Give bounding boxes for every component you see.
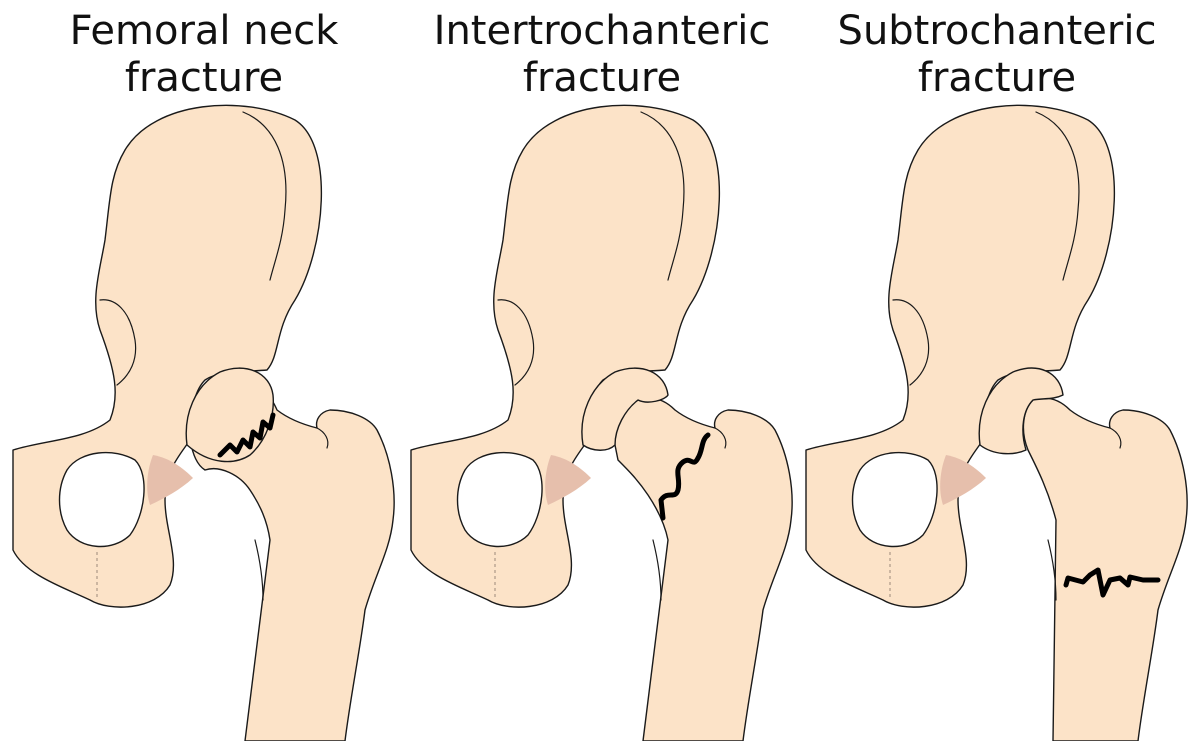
panel-title-line1: Intertrochanteric [403, 8, 801, 55]
panel-subtrochanteric: Subtrochanteric fracture [798, 0, 1195, 741]
obturator-foramen [60, 453, 145, 547]
panel-title-line1: Femoral neck [5, 8, 403, 55]
hip-illustration [5, 0, 403, 741]
panel-title: Intertrochanteric fracture [403, 8, 801, 102]
femur-bone [1023, 398, 1187, 741]
panel-intertrochanteric: Intertrochanteric fracture [403, 0, 801, 741]
obturator-foramen [458, 453, 543, 547]
panel-title-line2: fracture [5, 55, 403, 102]
panel-title-line1: Subtrochanteric [798, 8, 1195, 55]
acetabulum-shadow [545, 455, 591, 505]
hip-illustration [403, 0, 801, 741]
panel-title-line2: fracture [798, 55, 1195, 102]
panel-title-line2: fracture [403, 55, 801, 102]
panel-title: Femoral neck fracture [5, 8, 403, 102]
acetabulum-shadow [147, 455, 193, 505]
hip-illustration [798, 0, 1195, 741]
obturator-foramen [853, 453, 938, 547]
panel-title: Subtrochanteric fracture [798, 8, 1195, 102]
acetabulum-shadow [940, 455, 986, 505]
panel-femoral-neck: Femoral neck fracture [5, 0, 403, 741]
